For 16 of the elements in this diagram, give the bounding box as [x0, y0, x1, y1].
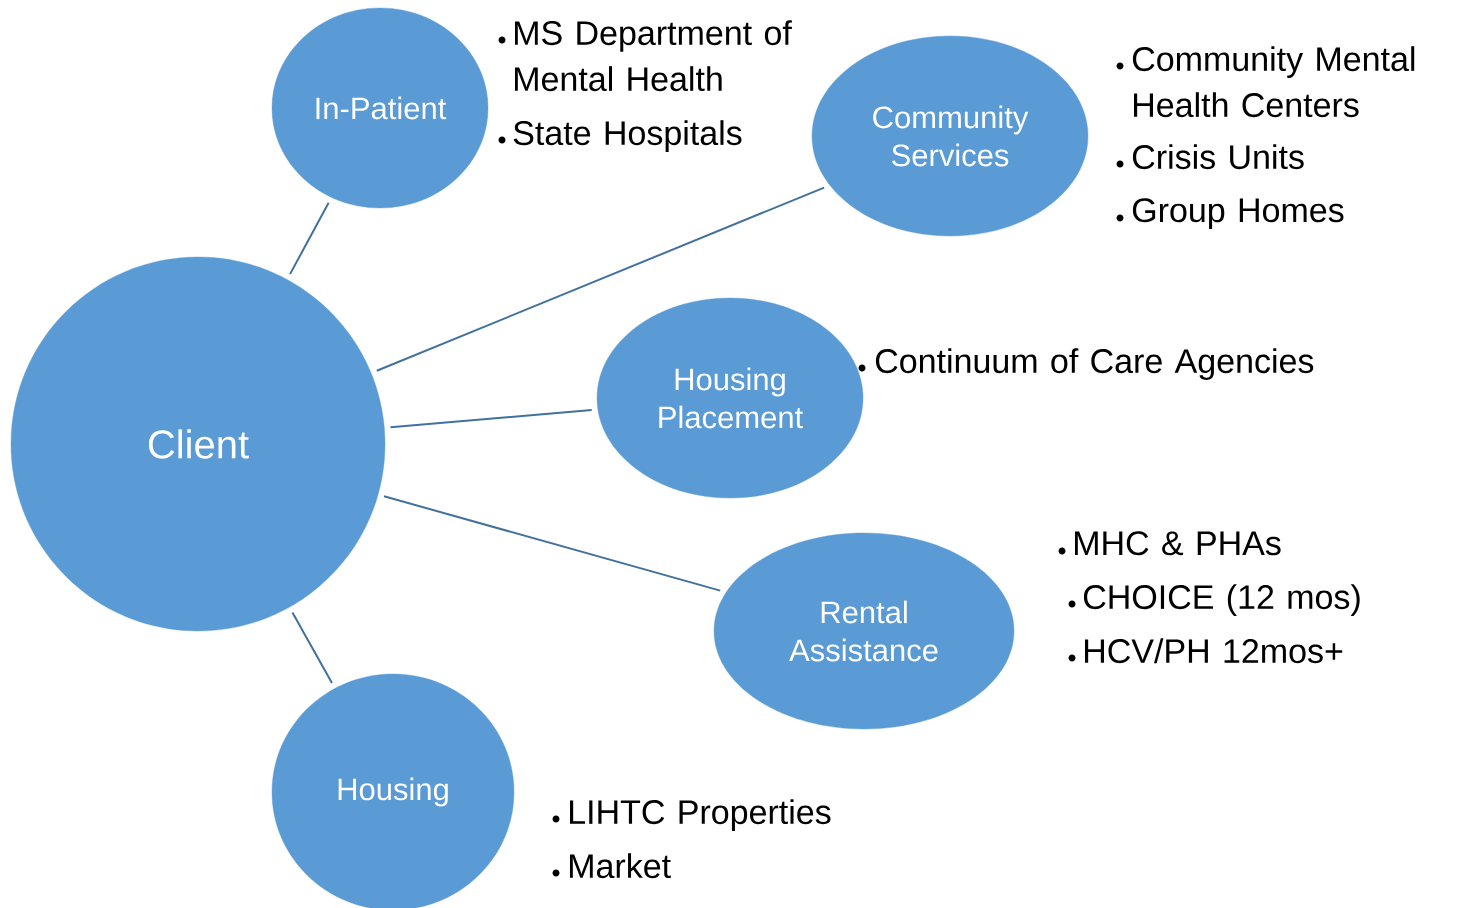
bullet-text: Crisis Units [1132, 144, 1304, 170]
bullet-text: Market [570, 853, 671, 879]
connector-line [375, 186, 826, 372]
bullet-text: LIHTC Properties [570, 799, 831, 831]
bullet-text: Group Homes [1132, 198, 1344, 229]
connector-line [291, 611, 333, 685]
connector-line [383, 495, 722, 592]
bullet-text: MHC & PHAs [1075, 531, 1281, 556]
bullet-text: State Hospitals [513, 120, 742, 152]
connector-line [289, 201, 330, 276]
connector-line [389, 408, 593, 429]
bullet-text: MS Department of Mental Health [515, 20, 792, 92]
bullet-text: Community Mental Health Centers [1132, 46, 1415, 118]
bullet-text: HCV/PH 12mos+ [1085, 638, 1343, 664]
bullet-text: Continuum of Care Agencies [875, 348, 1314, 380]
bullet-text: CHOICE (12 mos) [1083, 584, 1360, 616]
